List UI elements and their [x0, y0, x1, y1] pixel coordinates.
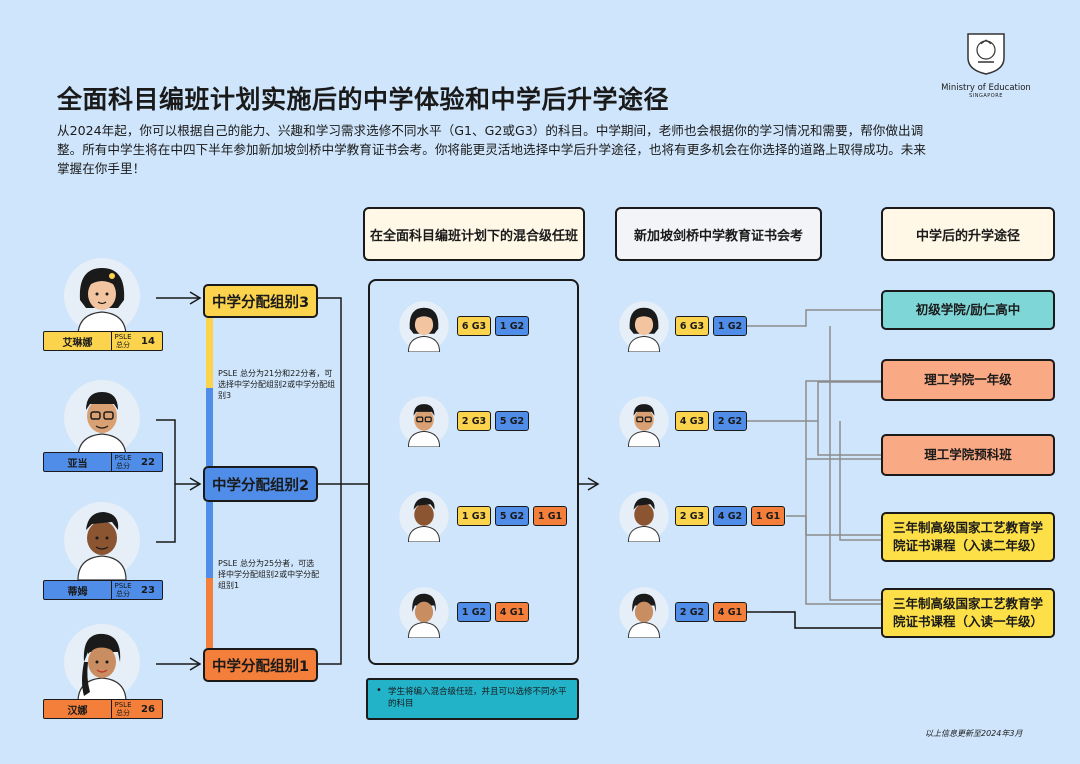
student-name: 亚当	[67, 458, 88, 470]
subject-level-badge: 5 G2	[495, 506, 529, 526]
exam-level-badge: 6 G3	[675, 316, 709, 336]
moe-sub: SINGAPORE	[969, 93, 1003, 99]
mini-avatar-adam	[619, 396, 669, 447]
destination-jc-mi: 初级学院/励仁高中	[881, 290, 1055, 330]
destination-ite-year1: 三年制高级国家工艺教育学院证书课程（入读一年级）	[881, 588, 1055, 638]
student-name: 汉娜	[67, 705, 88, 717]
header-post-secondary: 中学后的升学途径	[881, 207, 1055, 261]
psle-score: 14	[141, 335, 155, 347]
mini-avatar-adam	[399, 396, 449, 447]
subject-level-badge: 6 G3	[457, 316, 491, 336]
subject-level-badge: 4 G1	[495, 602, 529, 622]
student-tim-score: 蒂姆 PSLE 总分 23	[43, 580, 163, 600]
note-score-25: PSLE 总分为25分者，可选择中学分配组别2或中学分配组别1	[218, 559, 320, 590]
student-avatar-hannah	[64, 624, 140, 702]
crest-icon	[967, 33, 1005, 75]
psle-score: 26	[141, 703, 155, 715]
header-exam: 新加坡剑桥中学教育证书会考	[615, 207, 822, 261]
page-title: 全面科目编班计划实施后的中学体验和中学后升学途径	[57, 85, 670, 114]
posting-group-2: 中学分配组别2	[203, 466, 318, 502]
header-mixed-class: 在全面科目编班计划下的混合级任班	[363, 207, 585, 261]
psle-label: PSLE 总分	[111, 453, 134, 471]
exam-level-badge: 4 G3	[675, 411, 709, 431]
mini-avatar-elena	[619, 301, 669, 352]
mini-avatar-hannah	[619, 587, 669, 638]
subject-level-badge: 1 G2	[457, 602, 491, 622]
subject-level-badge: 1 G1	[533, 506, 567, 526]
footer-update-note: 以上信息更新至2024年3月	[925, 729, 1023, 738]
exam-level-badge: 4 G2	[713, 506, 747, 526]
psle-label: PSLE 总分	[111, 332, 134, 350]
subject-level-badge: 1 G3	[457, 506, 491, 526]
psle-score: 22	[141, 456, 155, 468]
note-score-21-22: PSLE 总分为21分和22分者，可选择中学分配组别2或中学分配组别3	[218, 369, 336, 400]
moe-name: Ministry of Education	[941, 83, 1031, 93]
exam-level-badge: 1 G2	[713, 316, 747, 336]
moe-logo: Ministry of Education SINGAPORE	[940, 30, 1032, 99]
mini-avatar-hannah	[399, 587, 449, 638]
exam-level-badge: 2 G2	[675, 602, 709, 622]
mini-avatar-tim	[619, 491, 669, 542]
subject-level-badge: 5 G2	[495, 411, 529, 431]
subject-level-badge: 2 G3	[457, 411, 491, 431]
student-hannah-score: 汉娜 PSLE 总分 26	[43, 699, 163, 719]
psle-label: PSLE 总分	[111, 700, 134, 718]
subject-level-badge: 1 G2	[495, 316, 529, 336]
exam-level-badge: 2 G2	[713, 411, 747, 431]
exam-level-badge: 2 G3	[675, 506, 709, 526]
exam-level-badge: 1 G1	[751, 506, 785, 526]
student-avatar-tim	[64, 502, 140, 580]
student-name: 蒂姆	[67, 586, 88, 598]
mixed-form-class-box	[368, 279, 579, 665]
student-elena-score: 艾琳娜 PSLE 总分 14	[43, 331, 163, 351]
destination-ite-year2: 三年制高级国家工艺教育学院证书课程（入读二年级）	[881, 512, 1055, 562]
mixed-class-note: 学生将编入混合级任班，并且可以选修不同水平的科目	[366, 678, 579, 720]
mini-avatar-tim	[399, 491, 449, 542]
destination-poly-foundation: 理工学院预科班	[881, 434, 1055, 476]
student-name: 艾琳娜	[62, 337, 93, 349]
mini-avatar-elena	[399, 301, 449, 352]
destination-poly-year1: 理工学院一年级	[881, 359, 1055, 401]
intro-text: 从2024年起，你可以根据自己的能力、兴趣和学习需求选修不同水平（G1、G2或G…	[57, 123, 926, 176]
psle-label: PSLE 总分	[111, 581, 134, 599]
psle-score: 23	[141, 584, 155, 596]
student-adam-score: 亚当 PSLE 总分 22	[43, 452, 163, 472]
student-avatar-elena	[64, 258, 140, 336]
student-avatar-adam	[64, 380, 140, 458]
exam-level-badge: 4 G1	[713, 602, 747, 622]
posting-group-1: 中学分配组别1	[203, 648, 318, 682]
posting-group-3: 中学分配组别3	[203, 284, 318, 318]
